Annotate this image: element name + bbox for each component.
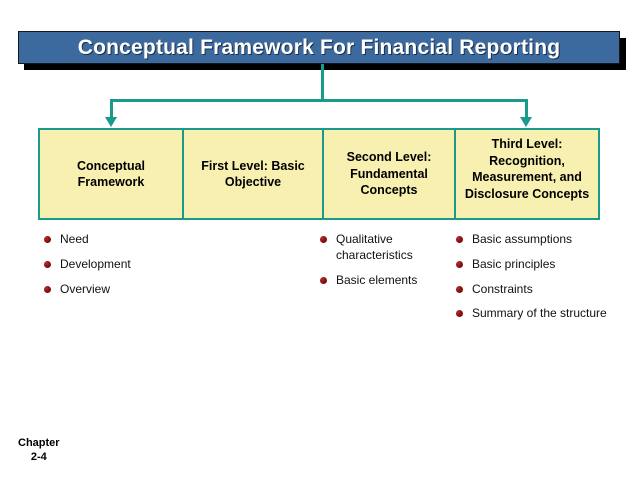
bullet-dot-icon <box>320 276 327 284</box>
footer-chapter-number: 2-4 <box>30 450 47 463</box>
list-item-label: Need <box>60 232 89 246</box>
list-item: Basic assumptions <box>456 232 616 248</box>
list-item-label: Summary of the structure <box>472 306 607 321</box>
arrow-down-left-icon <box>105 117 117 127</box>
bullet-dot-icon <box>456 260 463 268</box>
bullet-dot-icon <box>456 310 463 318</box>
bullet-dot-icon <box>44 285 51 293</box>
list-item-label: Constraints <box>472 281 533 296</box>
connector-horizontal-bar <box>110 99 528 102</box>
bullet-dot-icon <box>456 285 463 293</box>
bullet-dot-icon <box>44 260 51 268</box>
page-title: Conceptual Framework For Financial Repor… <box>77 35 561 59</box>
framework-box-conceptual-framework[interactable]: Conceptual Framework <box>40 130 182 218</box>
list-item: Basic elements <box>320 273 445 289</box>
arrow-down-right-icon <box>520 117 532 127</box>
list-item: Summary of the structure <box>456 306 616 322</box>
bullet-dot-icon <box>44 236 51 243</box>
list-item: Constraints <box>456 282 616 298</box>
list-item-label: Basic assumptions <box>472 232 573 246</box>
connector-stem-vertical <box>321 64 324 100</box>
bullet-dot-icon <box>456 236 463 243</box>
framework-box-second-level[interactable]: Second Level: Fundamental Concepts <box>322 130 454 218</box>
list-item: Overview <box>44 282 194 298</box>
connector-left-drop <box>110 99 113 119</box>
list-item-label: Qualitative characteristics <box>336 232 413 262</box>
bullet-dot-icon <box>320 236 327 243</box>
list-item: Development <box>44 257 194 273</box>
framework-boxes-row: Conceptual Framework First Level: Basic … <box>38 128 600 220</box>
list-item-label: Overview <box>60 281 111 296</box>
framework-box-third-level[interactable]: Third Level: Recognition, Measurement, a… <box>454 130 598 218</box>
bullet-column-second-level: Qualitative characteristics Basic elemen… <box>320 232 445 297</box>
framework-box-first-level[interactable]: First Level: Basic Objective <box>182 130 322 218</box>
footer-chapter-word: Chapter <box>18 437 60 449</box>
slide-footer: Chapter 2-4 <box>18 437 60 465</box>
list-item: Need <box>44 232 194 248</box>
list-item: Basic principles <box>456 257 616 273</box>
list-item-label: Basic principles <box>472 256 556 271</box>
bullet-column-conceptual-framework: Need Development Overview <box>44 232 194 306</box>
list-item: Qualitative characteristics <box>320 232 445 264</box>
bullet-column-third-level: Basic assumptions Basic principles Const… <box>456 232 616 331</box>
list-item-label: Basic elements <box>336 272 418 287</box>
slide-title-banner: Conceptual Framework For Financial Repor… <box>18 31 620 64</box>
connector-right-drop <box>525 99 528 119</box>
list-item-label: Development <box>60 256 131 271</box>
